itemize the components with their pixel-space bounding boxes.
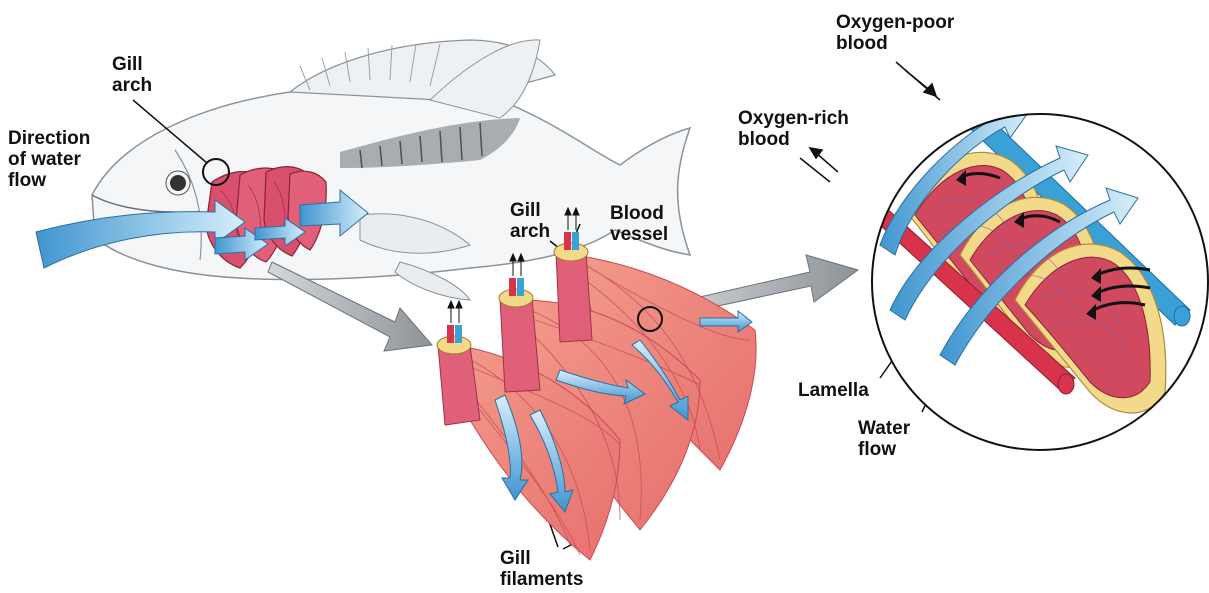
- label-oxygen-poor-line2: blood: [836, 33, 954, 54]
- label-oxygen-rich-blood: Oxygen-rich blood: [738, 108, 849, 150]
- label-lamella: Lamella: [798, 380, 869, 401]
- label-gill-filaments-line2: filaments: [500, 569, 583, 590]
- label-gill-arch-fish-line1: Gill: [112, 54, 152, 75]
- label-direction-of-water-flow: Direction of water flow: [8, 128, 90, 191]
- label-water-flow: Water flow: [858, 418, 910, 460]
- label-blood-vessel-line2: vessel: [610, 224, 668, 245]
- label-direction-line2: of water: [8, 149, 90, 170]
- label-direction-line3: flow: [8, 170, 90, 191]
- label-water-flow-line2: flow: [858, 439, 910, 460]
- label-water-flow-line1: Water: [858, 418, 910, 439]
- label-gill-filaments: Gill filaments: [500, 548, 583, 590]
- fish-eye: [170, 175, 186, 191]
- label-oxygen-poor-blood: Oxygen-poor blood: [836, 12, 954, 54]
- label-gill-arch-detail-line2: arch: [510, 221, 550, 242]
- label-blood-vessel-line1: Blood: [610, 203, 668, 224]
- label-gill-arch-fish: Gill arch: [112, 54, 152, 96]
- label-direction-line1: Direction: [8, 128, 90, 149]
- label-lamella-line1: Lamella: [798, 380, 869, 401]
- label-blood-vessel: Blood vessel: [610, 203, 668, 245]
- label-gill-arch-detail: Gill arch: [510, 200, 550, 242]
- label-gill-arch-fish-line2: arch: [112, 75, 152, 96]
- lamella-closeup: [810, 70, 1208, 450]
- label-gill-filaments-line1: Gill: [500, 548, 583, 569]
- label-oxygen-rich-line2: blood: [738, 129, 849, 150]
- label-gill-arch-detail-line1: Gill: [510, 200, 550, 221]
- label-oxygen-rich-line1: Oxygen-rich: [738, 108, 849, 129]
- label-oxygen-poor-line1: Oxygen-poor: [836, 12, 954, 33]
